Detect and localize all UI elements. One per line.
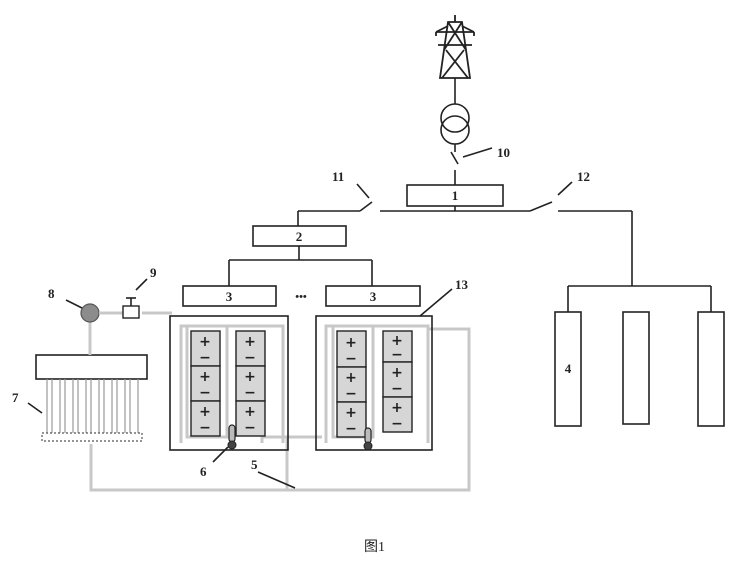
load-4-middle bbox=[622, 311, 650, 425]
label-3-right: 3 bbox=[370, 289, 377, 304]
transformer-icon bbox=[440, 78, 470, 152]
cooling-pipe-loop-5 bbox=[89, 311, 471, 492]
label-10: 10 bbox=[497, 145, 510, 160]
svg-text:+: + bbox=[244, 334, 256, 350]
label-12: 12 bbox=[577, 169, 590, 184]
label-3-left: 3 bbox=[226, 289, 233, 304]
svg-text:+: + bbox=[345, 405, 357, 421]
label-9: 9 bbox=[150, 265, 157, 280]
cell-polarity-signs: +− +− +− +− +− +− +− +− +− +− +− +− bbox=[199, 333, 403, 437]
label-6: 6 bbox=[200, 464, 207, 479]
svg-text:−: − bbox=[199, 385, 211, 401]
battery-cabinet-left bbox=[169, 315, 289, 451]
svg-text:+: + bbox=[199, 334, 211, 350]
label-1: 1 bbox=[452, 188, 459, 203]
label-11: 11 bbox=[332, 169, 344, 184]
svg-text:+: + bbox=[391, 333, 403, 349]
svg-text:−: − bbox=[391, 347, 403, 363]
svg-text:+: + bbox=[345, 370, 357, 386]
battery-cells-left bbox=[190, 330, 266, 437]
svg-text:−: − bbox=[391, 416, 403, 432]
svg-text:−: − bbox=[244, 385, 256, 401]
figure-caption: 图1 bbox=[364, 540, 385, 555]
switch-10: 10 bbox=[450, 145, 510, 185]
heat-exchanger-7 bbox=[35, 354, 148, 442]
load-4-right bbox=[697, 311, 725, 427]
battery-cabinet-right bbox=[315, 315, 433, 451]
label-13: 13 bbox=[455, 277, 469, 292]
switch-12 bbox=[529, 201, 553, 212]
svg-text:+: + bbox=[199, 369, 211, 385]
transmission-tower-icon bbox=[435, 15, 475, 79]
svg-text:+: + bbox=[244, 404, 256, 420]
switch-11 bbox=[359, 201, 373, 212]
label-8: 8 bbox=[48, 286, 55, 301]
svg-text:+: + bbox=[391, 400, 403, 416]
box-3-right bbox=[325, 285, 421, 307]
svg-text:+: + bbox=[199, 404, 211, 420]
svg-text:−: − bbox=[199, 350, 211, 366]
battery-cells-right bbox=[336, 330, 413, 438]
label-2: 2 bbox=[296, 229, 303, 244]
thermometer-icon-left bbox=[227, 424, 237, 450]
thermometer-icon-right bbox=[363, 427, 373, 451]
label-4: 4 bbox=[565, 361, 572, 376]
svg-text:−: − bbox=[391, 381, 403, 397]
svg-text:+: + bbox=[244, 369, 256, 385]
load-4-left bbox=[554, 311, 582, 427]
svg-text:−: − bbox=[345, 421, 357, 437]
valve-9-icon bbox=[122, 297, 140, 319]
svg-text:−: − bbox=[345, 386, 357, 402]
svg-text:−: − bbox=[244, 350, 256, 366]
svg-text:−: − bbox=[345, 351, 357, 367]
label-7: 7 bbox=[12, 390, 19, 405]
label-5: 5 bbox=[251, 457, 258, 472]
ellipsis: ••• bbox=[295, 291, 307, 303]
svg-text:+: + bbox=[345, 335, 357, 351]
pump-8-icon bbox=[80, 303, 100, 323]
box-3-left bbox=[182, 285, 277, 307]
svg-text:−: − bbox=[244, 420, 256, 436]
svg-text:+: + bbox=[391, 365, 403, 381]
svg-text:−: − bbox=[199, 420, 211, 436]
